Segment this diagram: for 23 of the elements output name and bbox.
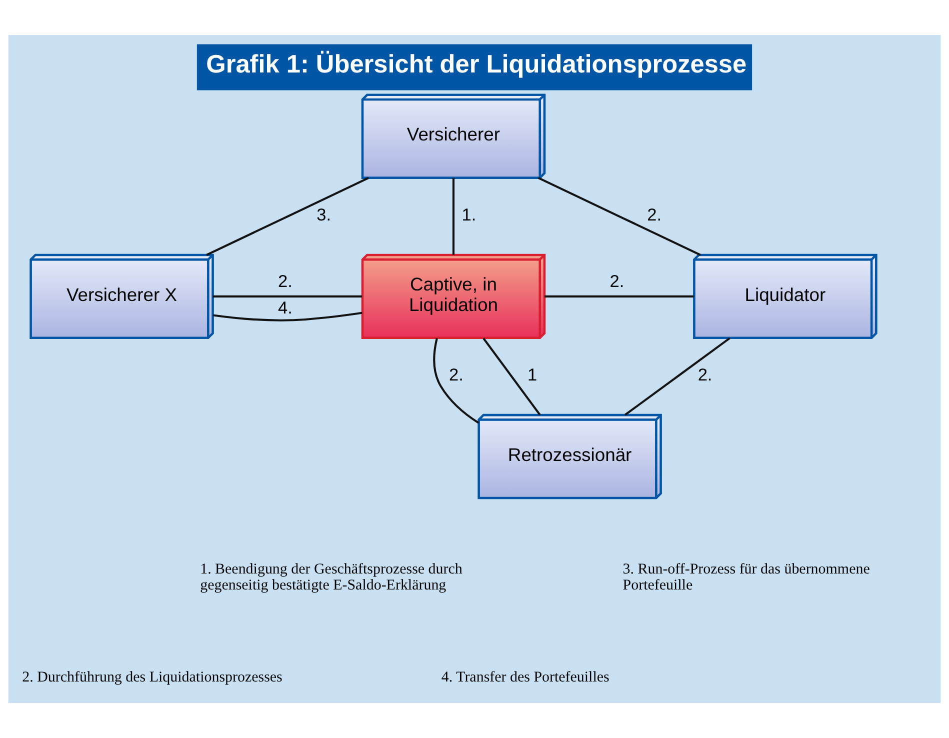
- connector: [544, 295, 694, 298]
- connector: [482, 338, 541, 416]
- edge-label: 2.: [610, 271, 624, 292]
- connector: [212, 295, 362, 298]
- diagram-title: Grafik 1: Übersicht der Liquidationsprozesse: [206, 50, 747, 79]
- edge-label: 2.: [449, 364, 464, 385]
- edge-label: 3.: [316, 204, 332, 224]
- connector: [433, 338, 480, 424]
- edge-label: 1: [527, 364, 538, 385]
- edge-label: 2.: [698, 364, 712, 385]
- connector: [538, 177, 701, 256]
- label: 4. Transfer des Portefeuilles: [441, 670, 610, 686]
- connector: [624, 337, 730, 416]
- connector: [213, 312, 362, 322]
- edge-label: 2.: [278, 271, 292, 292]
- edge-label: 2.: [647, 204, 662, 224]
- label: 1. Beendigung der Geschäftsprozesse durch gegenseitig bestätigte E-Saldo-Erklärung: [200, 561, 462, 594]
- connector: [452, 178, 455, 255]
- connector: [206, 177, 369, 256]
- label: 3. Run-off-Prozess für das übernommene Portefeuille: [622, 561, 870, 594]
- edge-label: 1.: [462, 204, 476, 224]
- label: 2. Durchführung des Liquidationsprozesses: [22, 670, 282, 686]
- edge-label: 4.: [278, 298, 292, 318]
